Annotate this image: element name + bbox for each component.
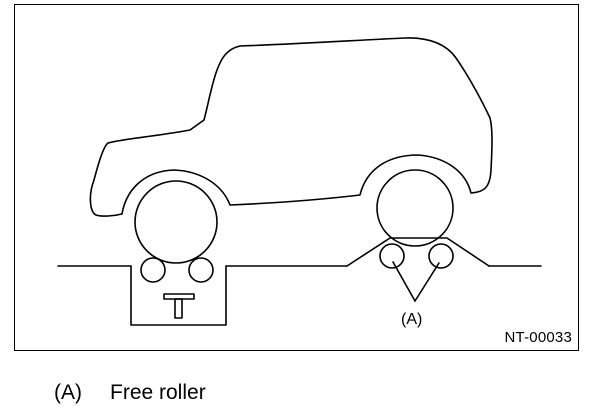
legend-caption: (A) Free roller	[54, 381, 206, 405]
roller-pit	[130, 265, 227, 326]
pit-fixture-stem	[174, 298, 183, 319]
legend-description: Free roller	[110, 381, 206, 404]
dyno-roller-left	[140, 257, 166, 283]
front-wheel	[134, 180, 218, 264]
dyno-roller-right	[188, 257, 214, 283]
figure-frame: NT-00033	[14, 4, 579, 351]
free-roller-left	[379, 243, 405, 269]
rear-wheel	[376, 169, 454, 247]
figure-reference-code: NT-00033	[504, 329, 572, 346]
callout-label: (A)	[401, 311, 422, 328]
free-roller-right	[428, 243, 454, 269]
callout-leader-right	[414, 262, 440, 302]
callout-leader-left	[392, 261, 416, 302]
free-roller-stand	[346, 237, 490, 267]
legend-key: (A)	[54, 381, 82, 404]
vehicle-body	[89, 37, 493, 217]
